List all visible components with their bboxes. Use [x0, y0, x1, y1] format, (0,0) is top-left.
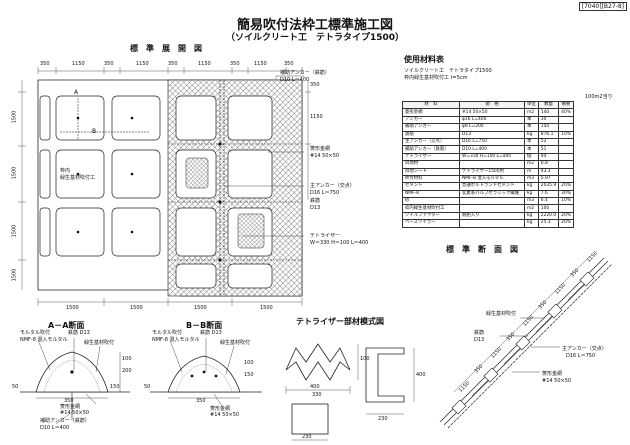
bb-label-mesh: 菱形金網	[210, 406, 231, 412]
label-aux-anchor: 補助アンカー（鉄筋）	[280, 70, 330, 76]
marker-b: B	[92, 128, 97, 135]
label-rebar-spec: D13	[310, 205, 321, 211]
aa-label-rebar: 鉄筋 D13	[68, 330, 90, 336]
materials-info: ソイルクリート工 テトラタイプ1500 枠内緑生基材吹付工 t=5cm	[404, 68, 492, 82]
aa-label-mesh-spec: #14 50×50	[60, 410, 90, 416]
dim-bottom-1: 1500	[66, 305, 79, 311]
frame-windows-left	[39, 95, 161, 257]
label-mesh-spec: #14 50×50	[310, 153, 340, 159]
dim-top-2: 1150	[72, 61, 85, 67]
label-inner-frame: 枠内	[60, 168, 71, 174]
cs-label-mesh: 菱形金網	[542, 371, 563, 377]
cs-label-rebar-spec: D13	[474, 337, 485, 343]
cross-section-heading: 標 準 断 面 図	[446, 245, 518, 254]
aa-label-aux: 補助アンカー（鉄筋）	[40, 418, 90, 424]
aa-dim-3: 50	[12, 384, 19, 390]
aa-dim-1: 350	[64, 398, 74, 404]
dim-bottom-2: 1500	[130, 305, 143, 311]
label-aux-anchor-spec: D10 L＝400	[280, 77, 310, 83]
bb-label-mortar-spec: NMF-8 混入モルタル	[152, 337, 200, 343]
dim-top-5: 350	[168, 61, 178, 67]
aa-heading: A－A断面	[48, 321, 85, 330]
aa-label-mortar-spec: NMF-8 混入モルタル	[20, 337, 68, 343]
dim-top-6: 1150	[198, 61, 211, 67]
tetra-dim-4: 400	[416, 372, 426, 378]
aa-dim-5: 100	[122, 356, 132, 362]
bb-label-mortar: モルタル吹付	[152, 330, 183, 336]
materials-heading: 使用材料表	[404, 55, 444, 64]
materials-table-cell: 20%	[558, 219, 574, 228]
label-main-anchor: 主アンカー（交点）	[310, 183, 355, 189]
materials-table-cell: 25.3	[537, 219, 560, 228]
bb-heading: B－B断面	[186, 321, 223, 330]
drawing-title: 簡易吹付法枠工標準施工図	[236, 18, 393, 33]
aa-label-mortar: モルタル吹付	[20, 330, 51, 336]
cs-label-main-anchor: 主アンカー（交点）	[562, 346, 607, 352]
label-main-anchor-spec: D16 L＝750	[310, 190, 340, 196]
tetra-dim-5: 230	[302, 434, 312, 440]
bb-label-rebar: 鉄筋 D13	[200, 330, 222, 336]
aa-label-mesh: 菱形金網	[60, 404, 81, 410]
materials-type-line: ソイルクリート工 テトラタイプ1500	[404, 68, 492, 74]
label-tetraizer: テトライザー	[310, 233, 341, 239]
dim-top-8: 1150	[254, 61, 267, 67]
bb-label-green: 緑生基材吹付	[220, 340, 251, 346]
aa-dim-4: 150	[110, 384, 120, 390]
dim-top-3: 350	[104, 61, 114, 67]
tetra-dim-3: 400	[310, 384, 320, 390]
label-tetraizer-spec: W＝330 H＝100 L＝400	[310, 240, 369, 246]
dim-right-2: 1150	[310, 114, 323, 120]
document-number: [7040][B27-8]	[578, 2, 627, 11]
cs-label-main-anchor-spec: D16 L＝750	[566, 353, 596, 359]
dim-top-1: 350	[40, 61, 50, 67]
development-heading: 標 準 展 開 図	[130, 44, 202, 53]
bb-dim-4: 100	[244, 360, 254, 366]
materials-table-header: 材 料 規 格 単位 数量 摘要	[402, 100, 574, 110]
dim-right-1: 350	[310, 82, 320, 88]
bb-label-mesh-spec: #14 50×50	[210, 412, 240, 418]
materials-unit-note: 100m2当り	[585, 94, 613, 100]
dim-bottom-4: 1500	[260, 305, 273, 311]
dim-top-4: 1150	[136, 61, 149, 67]
tetra-dim-1: 100	[360, 356, 370, 362]
label-rebar: 鉄筋	[310, 198, 321, 204]
tetra-dim-2: 330	[312, 392, 322, 398]
cs-label-rebar: 鉄筋	[474, 330, 485, 336]
cs-label-green: 緑生基材吹付	[486, 311, 517, 317]
dim-top-9: 350	[284, 61, 294, 67]
tetra-heading: テトライザー部材模式図	[296, 317, 384, 326]
marker-a: A	[74, 89, 79, 96]
aa-label-aux-spec: D10 L＝400	[40, 425, 70, 431]
materials-table-cell	[459, 219, 525, 228]
dim-top-7: 350	[230, 61, 240, 67]
aa-dim-2: 200	[122, 368, 132, 374]
aa-label-green: 緑生基材吹付	[84, 340, 115, 346]
bb-dim-2: 150	[244, 372, 254, 378]
bb-dim-3: 50	[144, 384, 151, 390]
top-dimension-line	[37, 67, 303, 74]
dim-bottom-3: 1500	[194, 305, 207, 311]
label-mesh: 菱形金網	[310, 146, 331, 152]
materials-inner-line: 枠内緑生基材吹付工 t=5cm	[404, 75, 468, 81]
bb-dim-1: 350	[196, 398, 206, 404]
tetra-dim-6: 230	[378, 416, 388, 422]
label-inner-frame-spec: 緑生基材吹付工	[60, 175, 96, 181]
drawing-subtitle: （ソイルクリート工 テトラタイプ1500）	[225, 33, 405, 43]
cs-label-mesh-spec: #14 50×50	[542, 378, 572, 384]
